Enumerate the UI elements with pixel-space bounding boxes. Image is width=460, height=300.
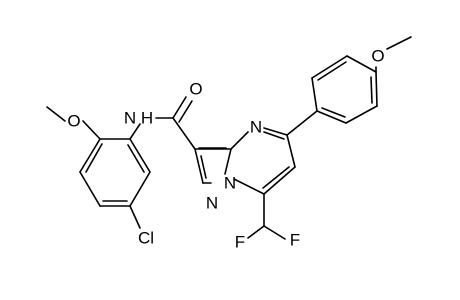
bond: [386, 36, 412, 50]
bond: [172, 96, 187, 119]
bond: [178, 100, 193, 123]
bond: [262, 166, 290, 189]
bond: [321, 107, 346, 118]
atom-label-oxygen-carbonyl: O: [189, 80, 202, 99]
bond: [46, 106, 66, 122]
bond: [286, 134, 296, 168]
bond: [247, 225, 265, 239]
atom-label-chlorine: Cl: [138, 229, 154, 248]
bond: [233, 178, 265, 195]
bond: [263, 127, 288, 136]
bond: [263, 166, 296, 195]
bond: [263, 131, 285, 140]
atom-label-nitrogen-pyrazole: N: [206, 194, 218, 213]
bond: [129, 171, 151, 207]
atom-labels-layer: N H O O Cl N N N F F O: [67, 47, 384, 252]
bond: [263, 225, 286, 240]
bond: [79, 138, 101, 173]
bond: [129, 138, 151, 173]
atom-label-fluorine-left: F: [235, 233, 245, 252]
bond: [224, 148, 232, 175]
bonds-layer: [46, 36, 412, 240]
bond: [172, 117, 196, 150]
atom-label-nitrogen-pyrimidine: N: [250, 118, 262, 137]
bond: [79, 171, 101, 207]
bond: [194, 148, 204, 184]
bond: [311, 77, 318, 112]
atom-label-nitrogen-bridge: N: [224, 174, 236, 193]
bond: [129, 123, 141, 140]
atom-label-oxygen-methoxy-left: O: [67, 112, 80, 131]
bond: [316, 110, 347, 124]
bond: [230, 131, 249, 150]
bond: [370, 76, 373, 104]
bond: [85, 143, 103, 173]
bond: [286, 110, 318, 136]
bond: [127, 144, 145, 173]
bond: [345, 105, 378, 124]
bond: [375, 71, 378, 107]
atom-label-fluorine-right: F: [290, 231, 300, 250]
bond: [346, 55, 377, 73]
bond: [129, 205, 141, 229]
bond: [200, 155, 207, 179]
bond: [311, 55, 348, 79]
bond: [82, 120, 101, 140]
bond: [317, 61, 347, 81]
atom-label-nitrogen-amide: N: [124, 109, 136, 128]
atom-label-hydrogen-amide: H: [141, 109, 153, 128]
atom-label-oxygen-methoxy-right: O: [371, 47, 384, 66]
